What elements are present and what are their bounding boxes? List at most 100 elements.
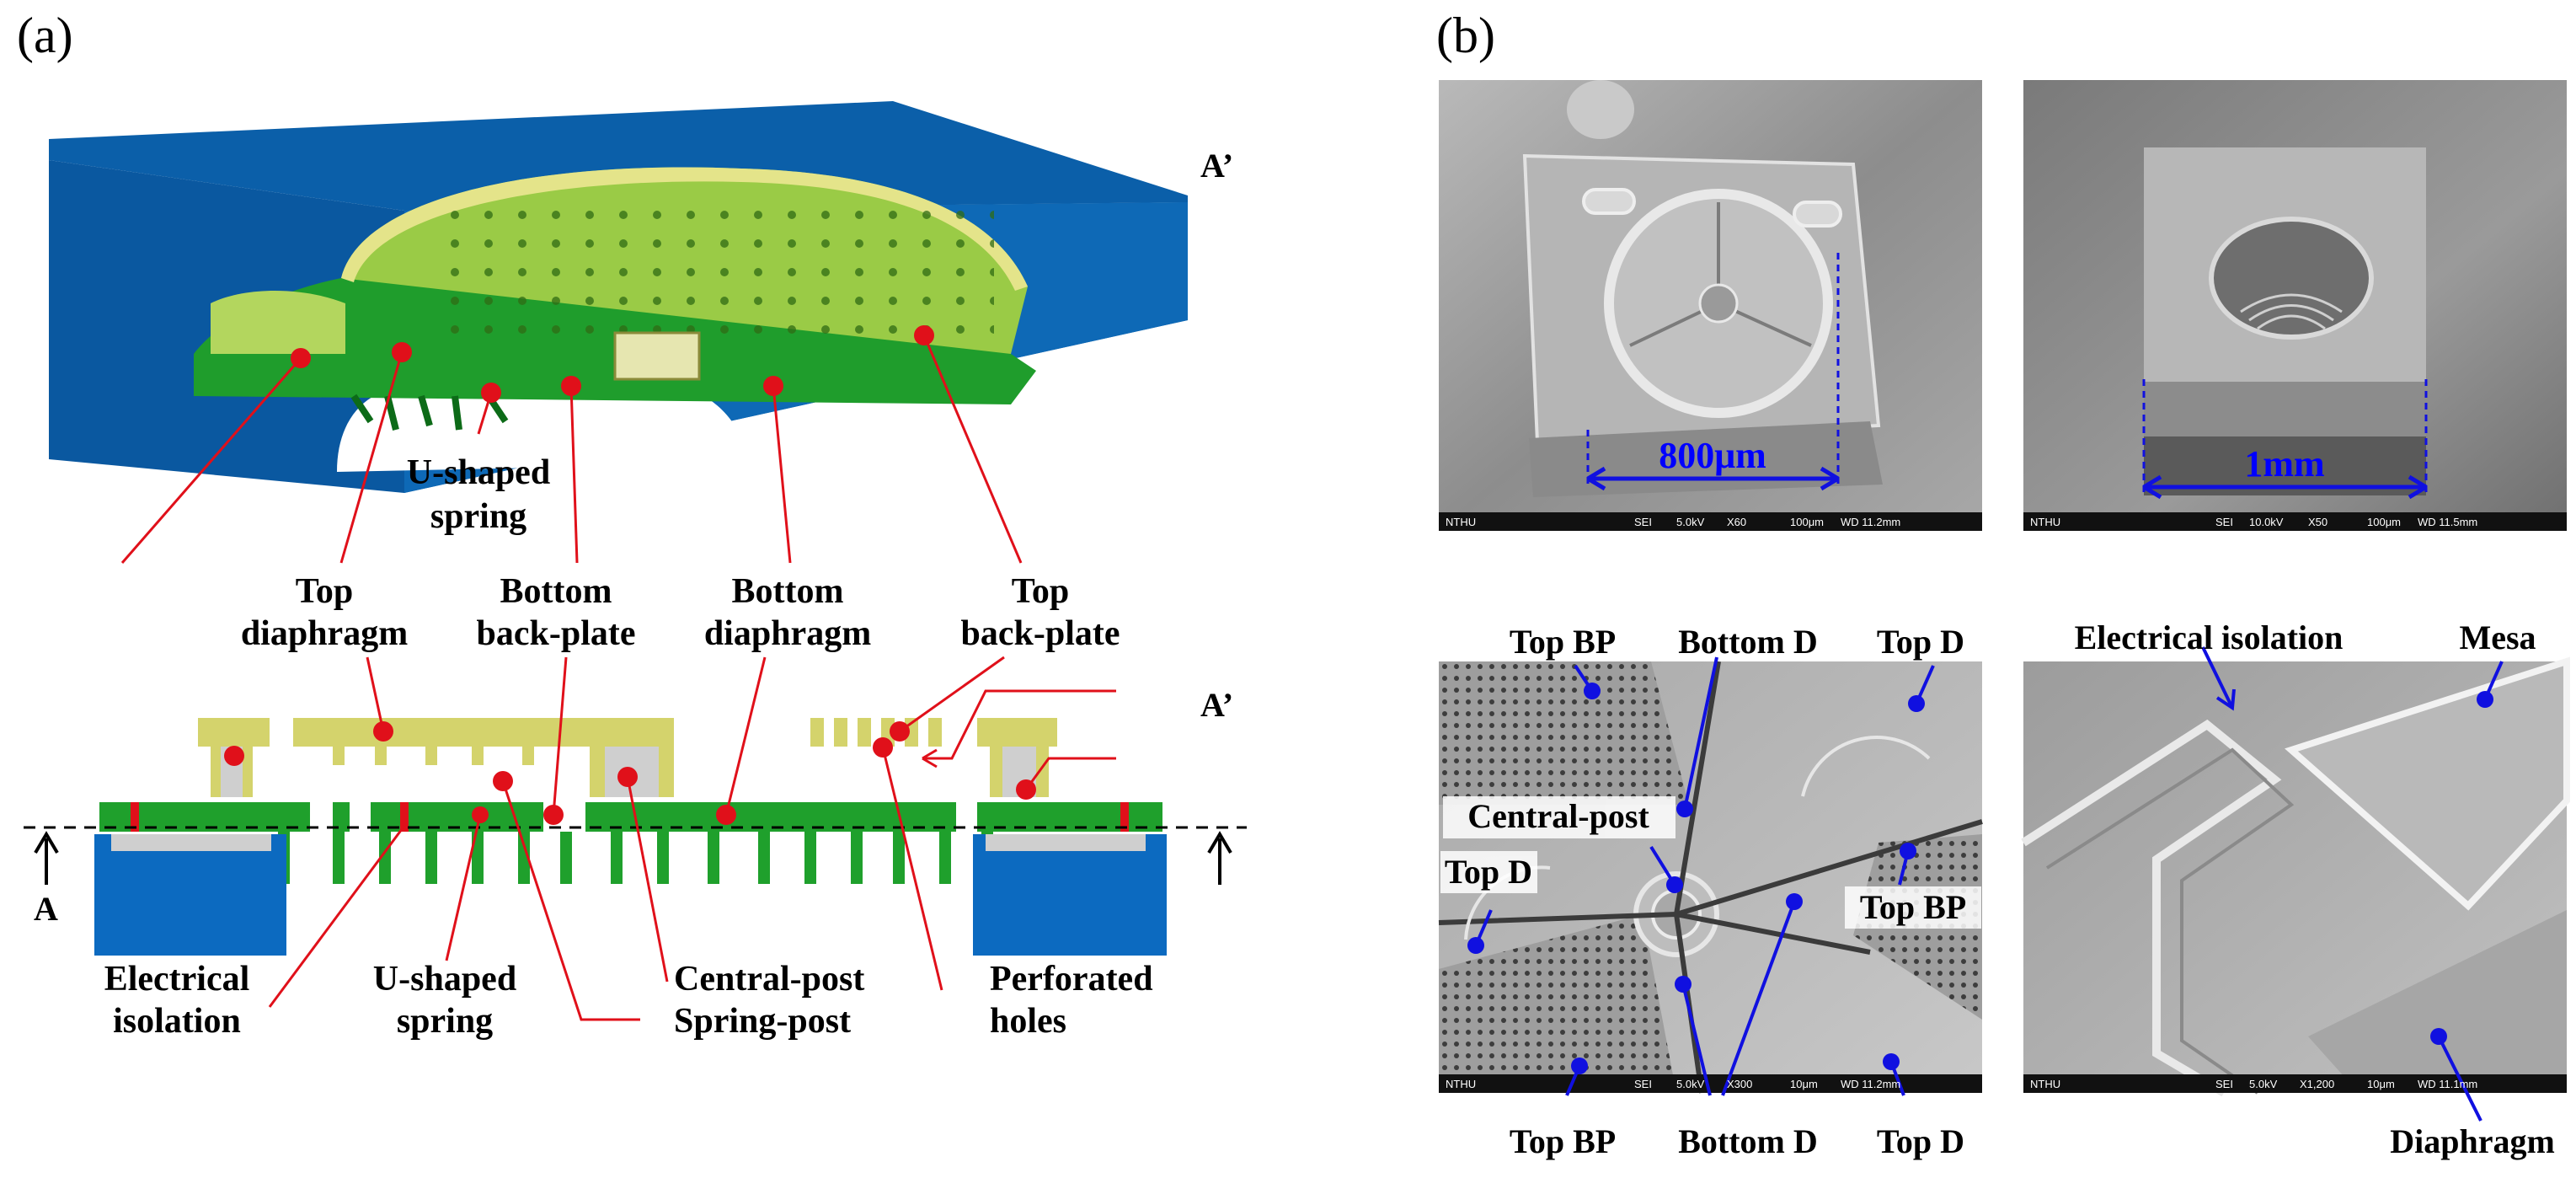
label-bottom-backplate-1: Bottom xyxy=(500,572,612,611)
isolation-mark xyxy=(400,802,409,832)
svg-text:WD 11.2mm: WD 11.2mm xyxy=(1841,516,1900,528)
callout-leader xyxy=(366,656,385,732)
label-perforated-1: Perforated xyxy=(990,960,1153,999)
yellow-layer xyxy=(472,747,484,765)
mems-3d-model xyxy=(49,101,1188,493)
callout-arrow xyxy=(922,748,938,768)
yellow-layer xyxy=(425,747,437,765)
sem1-infobar: NTHU SEI 5.0kV X60 100μm WD 11.2mm xyxy=(1446,516,1900,528)
svg-text:NTHU: NTHU xyxy=(2030,1078,2060,1090)
callout-leader xyxy=(552,656,568,816)
svg-text:WD 11.5mm: WD 11.5mm xyxy=(2418,516,2477,528)
svg-text:100μm: 100μm xyxy=(1790,516,1824,528)
panel-b-label: (b) xyxy=(1436,8,1495,63)
svg-text:SEI: SEI xyxy=(1634,516,1652,528)
sem-image-4 xyxy=(2021,656,2570,1097)
label-bottom-diaphragm-2: diaphragm xyxy=(704,614,871,653)
svg-text:WD 11.1mm: WD 11.1mm xyxy=(2418,1078,2477,1090)
sem4-label-mesa: Mesa xyxy=(2459,618,2536,656)
svg-text:SEI: SEI xyxy=(1634,1078,1652,1090)
sem2-infobar: NTHU SEI 10.0kV X50 100μm WD 11.5mm xyxy=(2030,516,2477,528)
callout-leader xyxy=(120,357,302,564)
green-layer xyxy=(333,802,350,832)
cross-section xyxy=(24,718,1247,956)
label-perforated-2: holes xyxy=(990,1002,1066,1041)
sem3-label-boxes xyxy=(1440,796,1981,929)
sem2-scale xyxy=(2142,379,2428,500)
callouts-3d xyxy=(120,325,1023,564)
sem4-label-elec-iso: Electrical isolation xyxy=(2075,618,2344,656)
svg-text:SEI: SEI xyxy=(2215,516,2233,528)
sem-image-1 xyxy=(1439,80,1982,531)
perforation-pattern-3d xyxy=(438,211,994,345)
svg-text:X50: X50 xyxy=(2308,516,2327,528)
sem3-label-top-bp-3: Top BP xyxy=(1510,1122,1616,1160)
svg-text:SEI: SEI xyxy=(2215,1078,2233,1090)
yellow-layer xyxy=(928,718,942,747)
sem3-label-central-post: Central-post xyxy=(1467,797,1649,835)
yellow-layer xyxy=(977,718,1057,747)
sem3-infobar: NTHU SEI 5.0kV X300 10μm WD 11.2mm xyxy=(1446,1078,1900,1090)
sem3-label-bottom-d-1: Bottom D xyxy=(1678,623,1818,661)
svg-text:NTHU: NTHU xyxy=(1446,1078,1476,1090)
label-u-spring-1: U-shaped xyxy=(407,453,550,492)
sem4-label-diaphragm: Diaphragm xyxy=(2390,1122,2555,1160)
svg-text:NTHU: NTHU xyxy=(1446,516,1476,528)
label-elec-iso-2: isolation xyxy=(113,1002,241,1041)
callout-leader xyxy=(626,776,669,983)
svg-text:X1,200: X1,200 xyxy=(2300,1078,2334,1090)
label-u-spring-2: spring xyxy=(430,497,526,536)
svg-text:10.0kV: 10.0kV xyxy=(2249,516,2284,528)
yellow-layer xyxy=(198,718,270,747)
callout-leader xyxy=(772,385,792,564)
svg-text:5.0kV: 5.0kV xyxy=(1676,516,1705,528)
substrate-top-face xyxy=(49,101,1188,211)
label-elec-iso-1: Electrical xyxy=(104,960,250,999)
svg-text:WD 11.2mm: WD 11.2mm xyxy=(1841,1078,1900,1090)
callout-leader xyxy=(899,656,1005,733)
label-top-diaphragm-1: Top xyxy=(296,572,354,611)
yellow-layer xyxy=(810,718,824,747)
yellow-layer xyxy=(333,747,345,765)
sem4-markers xyxy=(2201,646,2504,1122)
label-u-spring-b-1: U-shaped xyxy=(373,960,516,999)
section-label-top: A’ xyxy=(1200,147,1233,185)
sem4-infobar: NTHU SEI 5.0kV X1,200 10μm WD 11.1mm xyxy=(2030,1078,2477,1090)
sem-image-2 xyxy=(2023,80,2567,531)
section-label-bottom: A xyxy=(34,890,58,928)
isolation-mark xyxy=(1120,802,1129,832)
callout-leader xyxy=(477,392,493,435)
label-bottom-backplate-2: back-plate xyxy=(477,614,636,653)
callout-leader xyxy=(501,780,640,1021)
sem3-label-bottom-d-2: Bottom D xyxy=(1678,1122,1818,1160)
isolation-mark xyxy=(131,802,139,832)
label-spring-post: Spring-post xyxy=(674,1002,851,1041)
sem3-label-top-d-1: Top D xyxy=(1877,623,1964,661)
label-u-spring-b-2: spring xyxy=(397,1002,493,1041)
callout-leader xyxy=(339,351,404,564)
svg-text:10μm: 10μm xyxy=(2367,1078,2395,1090)
svg-text:100μm: 100μm xyxy=(2367,516,2401,528)
callout-dot xyxy=(224,746,244,766)
label-central-post: Central-post xyxy=(674,960,864,999)
svg-text:X60: X60 xyxy=(1727,516,1746,528)
sem3-label-top-d-3: Top D xyxy=(1877,1122,1964,1160)
substrate-right-notch xyxy=(986,834,1146,851)
yellow-layer xyxy=(858,718,871,747)
label-bottom-diaphragm-1: Bottom xyxy=(732,572,844,611)
yellow-layer xyxy=(834,718,847,747)
svg-text:5.0kV: 5.0kV xyxy=(2249,1078,2278,1090)
label-top-backplate-1: Top xyxy=(1012,572,1070,611)
svg-text:X300: X300 xyxy=(1727,1078,1752,1090)
callout-leader xyxy=(881,747,943,991)
sem3-markers xyxy=(1467,656,1935,1096)
sem1-scale-label: 800μm xyxy=(1659,435,1766,476)
yellow-layer xyxy=(522,747,534,765)
callout-leader xyxy=(569,385,579,564)
sem3-label-top-bp-2: Top BP xyxy=(1860,888,1966,926)
section-label-mid: A’ xyxy=(1200,686,1233,724)
substrate-right xyxy=(973,834,1167,956)
svg-text:NTHU: NTHU xyxy=(2030,516,2060,528)
sem2-scale-label: 1mm xyxy=(2244,443,2324,485)
